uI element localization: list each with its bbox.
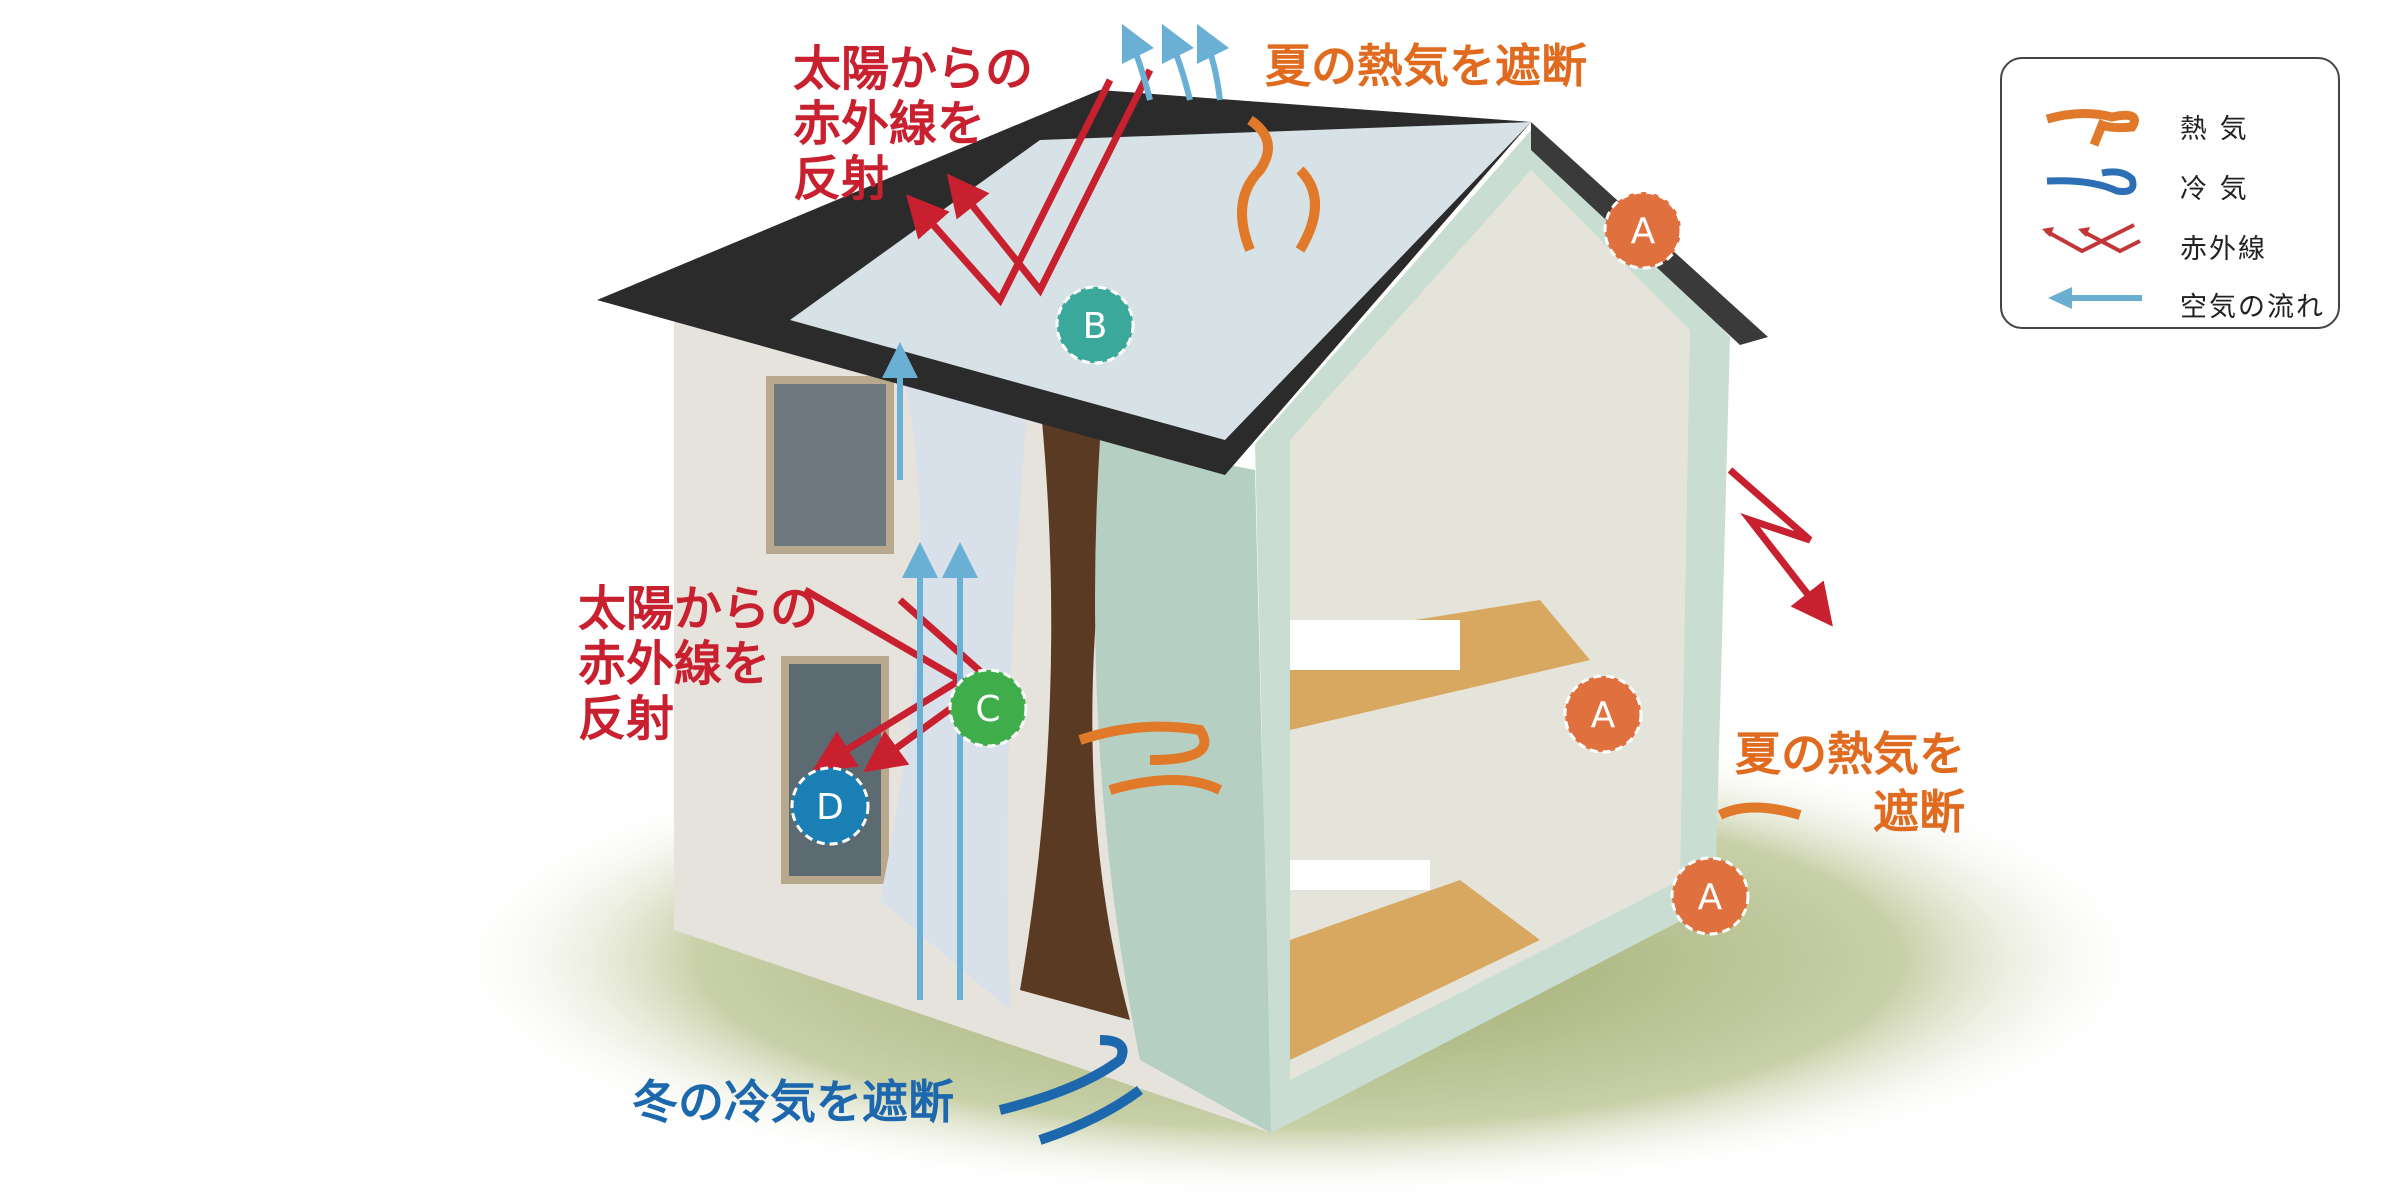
green-board <box>1095 440 1271 1133</box>
roof-heat-block-label: 夏の熱気を遮断 <box>1265 39 1587 93</box>
legend-item-infrared: 赤外線 <box>2002 219 2338 269</box>
marker-circle <box>790 766 870 846</box>
wall-heat-block-label-2: 遮断 <box>1873 785 1965 839</box>
roof-reflect-label-3: 反射 <box>793 151 889 207</box>
marker-d: D <box>790 766 870 846</box>
marker-label: C <box>975 689 1000 730</box>
airflow-arrow-icon <box>2048 287 2142 309</box>
legend-item-airflow: 空気の流れ <box>2002 277 2338 327</box>
marker-label: A <box>1698 877 1723 918</box>
marker-a: A <box>1670 856 1750 936</box>
marker-circle <box>1670 856 1750 936</box>
wall-reflect-label-2: 赤外線を <box>578 636 770 692</box>
marker-label: D <box>816 787 844 828</box>
wall-reflect-label-3: 反射 <box>578 691 674 747</box>
marker-circle <box>1563 674 1643 754</box>
roof-reflect-label-2: 赤外線を <box>793 96 985 152</box>
lower-floor <box>1290 880 1540 1060</box>
bed <box>1290 620 1460 670</box>
airflow-arrows <box>882 23 1230 1000</box>
marker-label: A <box>1591 695 1616 736</box>
cold-wave-icon <box>2046 168 2137 195</box>
wall-heat-block-label-1: 夏の熱気を <box>1735 727 1965 781</box>
marker-c: C <box>948 668 1028 748</box>
marker-a: A <box>1563 674 1643 754</box>
legend-item-heat: 熱 気 <box>2002 99 2338 149</box>
legend: 熱 気 冷 気 赤外線 空気の流れ <box>2000 57 2340 329</box>
table <box>1290 860 1430 890</box>
marker-circle <box>1055 285 1135 365</box>
marker-circle <box>948 668 1028 748</box>
marker-label: A <box>1631 211 1656 252</box>
cold-waves <box>998 1035 1143 1145</box>
wall-reflect-label-1: 太陽からの <box>578 581 818 637</box>
wood-board <box>1020 400 1130 1020</box>
heat-wave-icon <box>2045 108 2139 147</box>
marker-circle <box>1603 190 1683 270</box>
legend-item-cold: 冷 気 <box>2002 159 2338 209</box>
marker-label: B <box>1083 306 1108 347</box>
marker-a: A <box>1603 190 1683 270</box>
heat-waves <box>1078 115 1802 820</box>
cold-block-label: 冬の冷気を遮断 <box>632 1075 954 1129</box>
roof-reflect-label-1: 太陽からの <box>793 41 1033 97</box>
window <box>766 376 894 554</box>
infrared-arrow-icon <box>2042 223 2141 254</box>
marker-b: B <box>1055 285 1135 365</box>
